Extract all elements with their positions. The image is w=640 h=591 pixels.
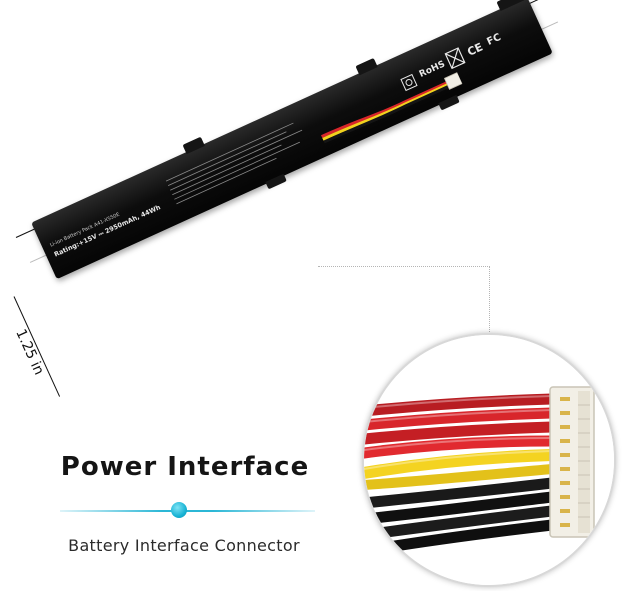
warning-icon [400, 73, 418, 92]
width-dimension-label: 1.25 in [11, 325, 48, 380]
caption-divider [60, 510, 315, 512]
recycle-icon [444, 47, 466, 70]
battery-spec-print [165, 122, 303, 205]
laptop-battery: Li-ion Battery Pack A41-X550E Rating:+15… [31, 0, 553, 280]
connector-closeup [362, 333, 616, 587]
callout-line [489, 266, 490, 336]
callout-line [318, 266, 490, 267]
caption-title: Power Interface [60, 452, 310, 482]
connector-closeup-drawing [364, 335, 614, 585]
battery-cable [320, 72, 463, 144]
caption-divider-dot [171, 502, 187, 518]
caption-subtitle: Battery Interface Connector [68, 536, 300, 555]
